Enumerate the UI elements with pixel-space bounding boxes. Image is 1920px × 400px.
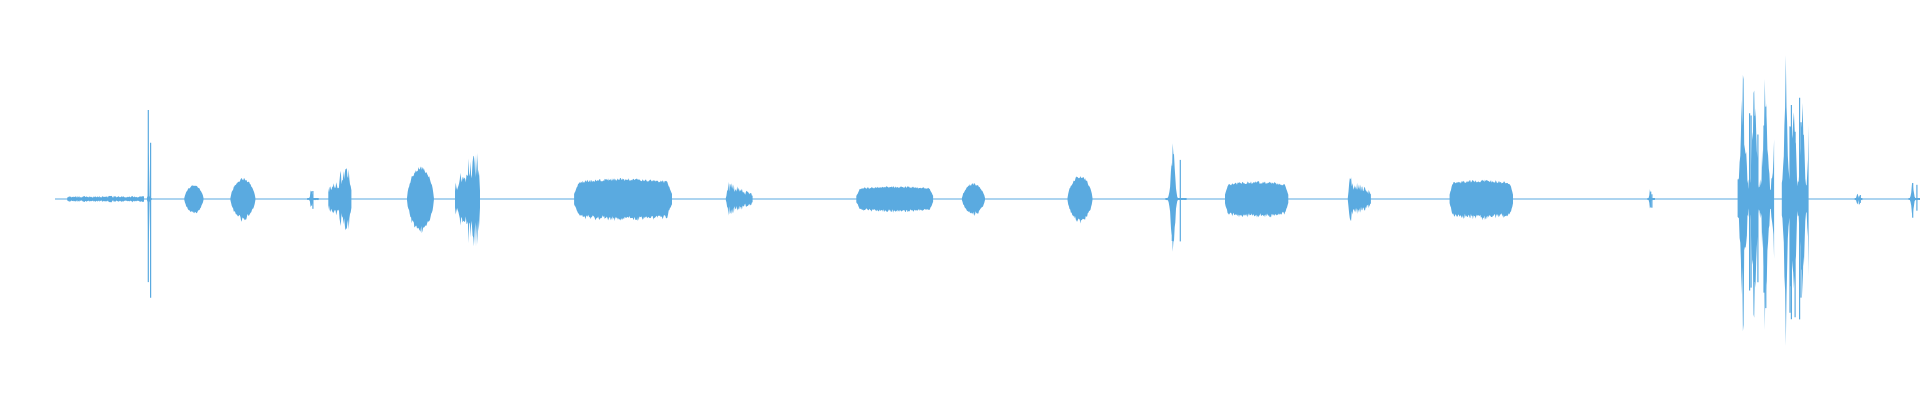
waveform-segment-burst-3: [407, 166, 434, 234]
waveform-segment-transient-2: [1165, 143, 1187, 252]
waveform-segment-body: [407, 166, 434, 234]
waveform-segment-blip-6: [1647, 189, 1655, 209]
waveform-segment-body: [1449, 179, 1513, 221]
waveform-segment-burst-5: [1067, 176, 1093, 224]
waveform-segment-body: [725, 181, 753, 216]
waveform-segment-body: [1347, 177, 1371, 221]
waveform-segment-transient-1: [146, 110, 152, 298]
waveform-segment-transient-cluster-1: [1737, 75, 1775, 332]
waveform-segment-tail-blip: [1854, 193, 1863, 205]
waveform-segment-body: [1067, 176, 1093, 224]
waveform-segment-end-transient: [1908, 182, 1920, 218]
waveform-segment-blip-3: [725, 181, 753, 216]
waveform-segment-body: [328, 168, 352, 231]
waveform-segment-tone-1: [574, 178, 672, 221]
waveform-baseline: [55, 198, 1920, 200]
waveform-segment-burst-4: [455, 153, 480, 247]
waveform-segment-body: [961, 182, 985, 216]
waveform-segment-lead-in-noise: [67, 195, 144, 203]
waveform-segment-body: [1225, 181, 1289, 218]
waveform-segment-blip-1: [184, 185, 204, 214]
waveform-segment-body: [1908, 182, 1920, 217]
waveform-segment-burst-2: [328, 168, 352, 231]
waveform-segment-tone-2: [856, 186, 934, 213]
waveform-segment-body: [230, 178, 256, 222]
waveform-segment-blip-2: [307, 190, 319, 209]
waveform-segment-body: [1854, 193, 1863, 205]
waveform-segment-body: [1165, 143, 1187, 252]
waveform-segment-body: [67, 195, 144, 203]
waveform-segment-body: [1737, 75, 1775, 332]
waveform-segment-transient-cluster-2: [1781, 55, 1809, 346]
waveform-segment-burst-1: [230, 178, 256, 222]
waveform-segment-body: [574, 178, 672, 221]
waveform-segment-tone-4: [1449, 179, 1513, 221]
waveform-segment-body: [184, 185, 204, 214]
waveform-segment-body: [856, 186, 934, 213]
waveform-segment-tone-3: [1225, 181, 1289, 218]
waveform-segment-blip-5: [1347, 177, 1371, 221]
waveform-segment-body: [455, 153, 480, 247]
waveform-segment-blip-4: [961, 182, 985, 216]
